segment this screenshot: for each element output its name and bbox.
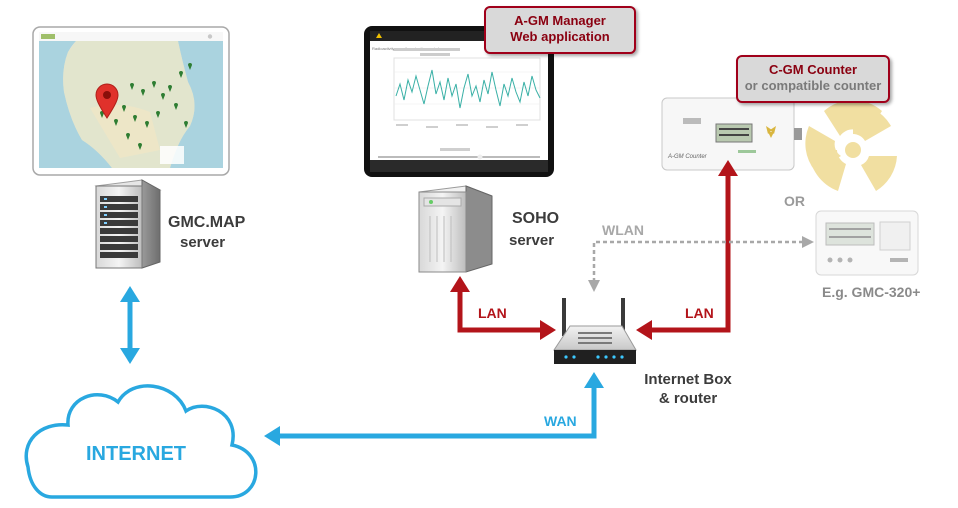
wlan-label: WLAN xyxy=(602,222,644,238)
counter-brand-label: A-GM Counter xyxy=(667,154,708,160)
wan-label: WAN xyxy=(544,413,577,429)
or-label: OR xyxy=(784,193,805,209)
lan-link-arrows xyxy=(457,170,731,333)
router-label-line1: Internet Box xyxy=(644,371,732,388)
cgm-counter-subtitle: or compatible counter xyxy=(744,78,882,93)
agm-manager-title: A-GM Manager xyxy=(514,13,606,28)
soho-server-icon xyxy=(418,185,493,273)
radiation-symbol-icon xyxy=(805,100,897,191)
router-icon xyxy=(553,298,637,374)
gmcmap-server-role: server xyxy=(180,234,226,251)
map-tablet xyxy=(32,26,230,200)
example-device-label: E.g. GMC-320+ xyxy=(822,284,921,300)
cgm-counter-device: A-GM Counter xyxy=(661,97,802,171)
soho-server-name: SOHO xyxy=(512,210,560,227)
lan-right-label: LAN xyxy=(685,305,714,321)
router-label-line2: & router xyxy=(658,390,718,407)
internet-label: INTERNET xyxy=(86,443,186,465)
cgm-counter-callout: C-GM Counter or compatible counter xyxy=(736,55,890,103)
internet-cloud-icon xyxy=(24,384,258,499)
wlan-link-arrow xyxy=(592,240,806,282)
agm-manager-subtitle: Web application xyxy=(510,29,610,44)
cgm-counter-title: C-GM Counter xyxy=(768,62,858,77)
gmcmap-server-name: GMC.MAP xyxy=(168,214,246,231)
location-pin-icon xyxy=(95,83,119,119)
lan-left-label: LAN xyxy=(478,305,507,321)
soho-server-role: server xyxy=(509,232,555,249)
agm-manager-callout: A-GM Manager Web application xyxy=(484,6,636,54)
wan-link-arrow xyxy=(127,296,597,439)
radiation-chart-line xyxy=(395,69,541,109)
gmc320-device xyxy=(815,210,919,276)
gmcmap-server-icon xyxy=(94,179,162,269)
